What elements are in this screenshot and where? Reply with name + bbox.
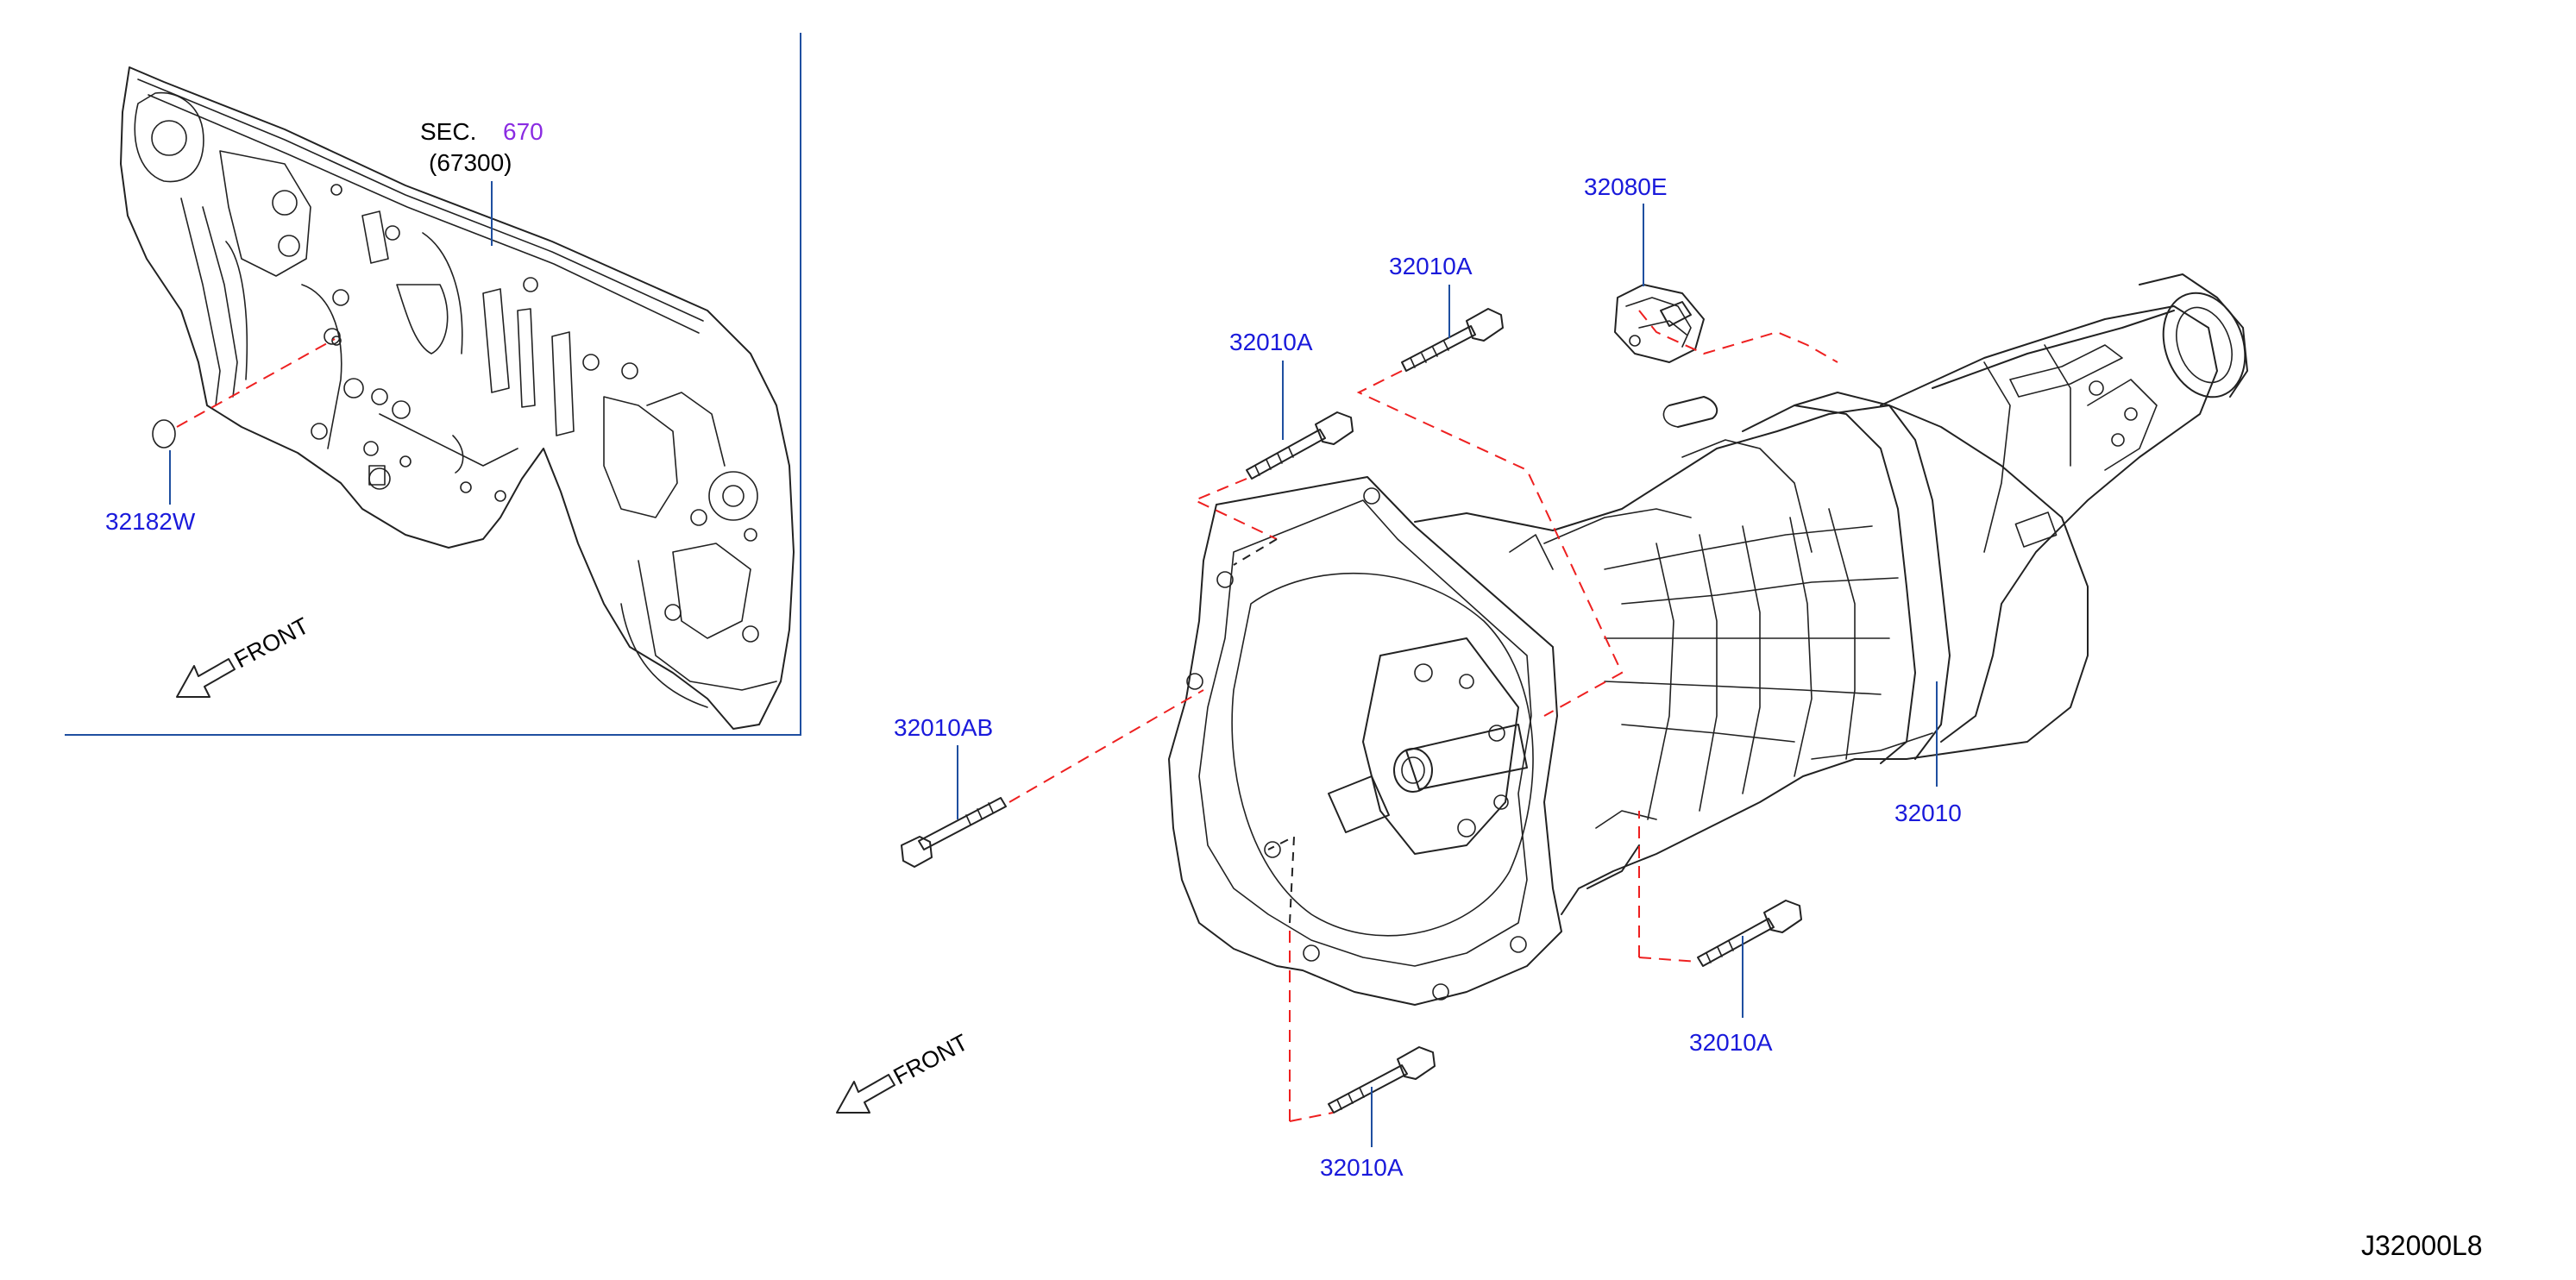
- section-prefix: SEC.: [420, 118, 476, 145]
- part-label-32010A-top[interactable]: 32010A: [1389, 253, 1473, 279]
- inset-frame: [65, 33, 801, 736]
- gearbox-case: [1414, 405, 2089, 915]
- front-arrow-main-icon: [836, 1074, 895, 1114]
- guide-lines: [1008, 310, 1838, 1122]
- bolt-32010A-left: [1246, 411, 1354, 480]
- front-arrow-icon: [176, 658, 236, 698]
- grommet-part: [152, 419, 176, 449]
- bolt-32010AB: [901, 797, 1007, 868]
- front-label-inset: FRONT: [230, 612, 313, 673]
- bolt-32010A-bottom: [1328, 1046, 1436, 1114]
- switch-part-32080E: [1614, 284, 1705, 363]
- section-sub-number: (67300): [429, 149, 512, 176]
- part-label-32182W[interactable]: 32182W: [105, 508, 196, 535]
- front-label-main: FRONT: [889, 1029, 972, 1089]
- section-number-link[interactable]: 670: [503, 118, 543, 145]
- part-label-32080E[interactable]: 32080E: [1584, 173, 1668, 200]
- inset-panel: 32182W SEC. 670 (67300) FRONT: [65, 33, 801, 736]
- part-label-32010A-bottom[interactable]: 32010A: [1320, 1154, 1404, 1181]
- part-label-32010A-left[interactable]: 32010A: [1229, 329, 1313, 355]
- diagram-code: J32000L8: [2361, 1230, 2483, 1261]
- dash-panel-drawing: [120, 66, 795, 730]
- bolt-32010A-right: [1697, 900, 1802, 967]
- part-label-32010[interactable]: 32010: [1894, 800, 1962, 826]
- transmission-drawing: [1168, 273, 2248, 1006]
- part-label-32010AB[interactable]: 32010AB: [894, 714, 993, 741]
- grommet-guide-line: [176, 338, 336, 428]
- bolt-32010A-top: [1401, 308, 1504, 372]
- bell-housing: [1168, 476, 1562, 1006]
- part-label-32010A-right[interactable]: 32010A: [1689, 1029, 1773, 1056]
- leader-lines: [957, 204, 1938, 1147]
